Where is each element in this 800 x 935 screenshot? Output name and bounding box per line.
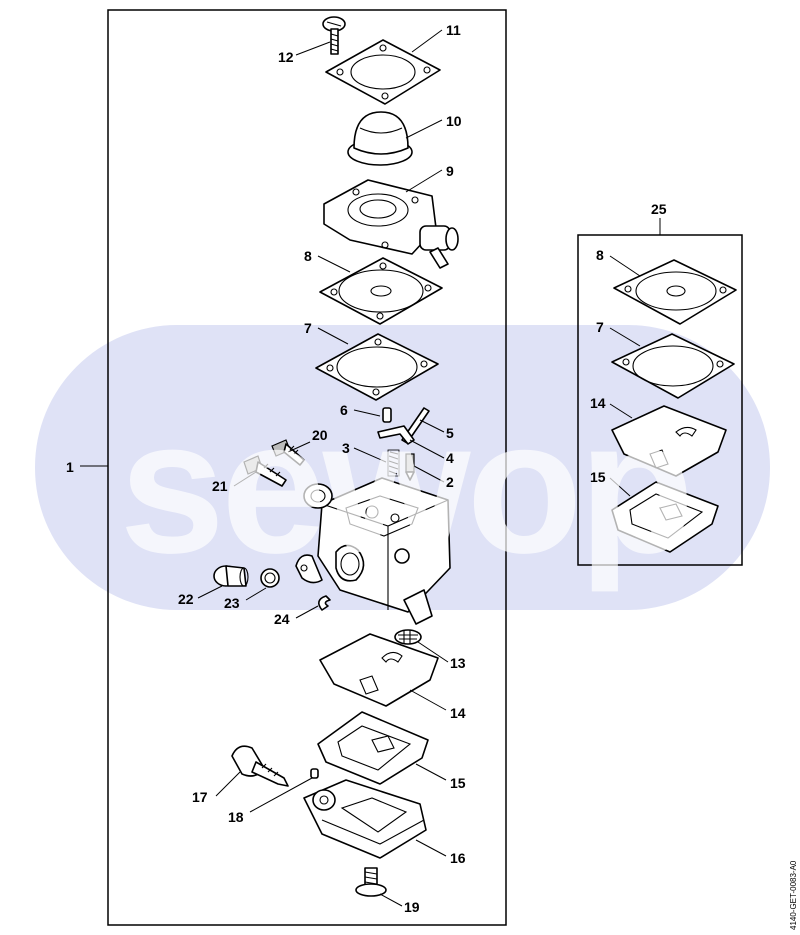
label-5: 5 [446,425,454,441]
part-19-screw [355,867,387,897]
label-3: 3 [342,440,350,456]
part-18-pin [310,768,319,779]
callout-labels: 12 11 10 9 8 7 6 5 4 3 2 20 21 1 22 23 2… [66,22,667,915]
leader-lines [80,29,661,907]
label-15: 15 [450,775,466,791]
label-19: 19 [404,899,420,915]
part-12-screw [322,16,346,55]
kit-part-15-gasket [611,481,719,553]
label-14: 14 [450,705,466,721]
label-kit-25: 25 [651,201,667,217]
part-15-gasket [317,711,429,785]
label-17: 17 [192,789,208,805]
part-21-adjusting-screw [243,455,287,487]
document-code: 4140-GET-0083-A0 [789,860,798,930]
part-20-adjusting-screw [271,439,305,466]
label-13: 13 [450,655,466,671]
part-13-screen [394,629,422,645]
label-18: 18 [228,809,244,825]
part-16-pump-cover [303,779,427,859]
label-8: 8 [304,248,312,264]
part-2-needle [405,453,415,481]
part-3-spring [387,449,400,477]
label-kit-8: 8 [596,247,604,263]
label-kit-15: 15 [590,469,606,485]
part-22-plug [213,565,249,587]
label-24: 24 [274,611,290,627]
part-23-washer [260,568,280,588]
label-11: 11 [446,22,461,38]
label-23: 23 [224,595,240,611]
watermark-band [35,325,770,610]
label-9: 9 [446,163,454,179]
kit-part-8-diaphragm [613,259,737,325]
label-6: 6 [340,402,348,418]
part-6-pin [382,407,392,423]
label-2: 2 [446,474,454,490]
part-7-gasket [315,333,439,401]
label-kit-14: 14 [590,395,606,411]
label-7: 7 [304,320,312,336]
part-14-metering-diaphragm [319,633,439,707]
label-22: 22 [178,591,194,607]
label-10: 10 [446,113,462,129]
kit-part-14-metering-diaphragm [611,405,727,477]
part-10-primer-bulb [347,111,413,166]
label-16: 16 [450,850,466,866]
carburetor-body [295,477,451,625]
main-assembly-frame [107,9,507,926]
label-20: 20 [312,427,328,443]
label-kit-7: 7 [596,319,604,335]
part-8-diaphragm [319,257,443,325]
watermark-text: sewop [119,381,690,593]
part-11-cover [325,39,441,105]
part-4-lever [377,425,415,445]
label-assembly-1: 1 [66,459,74,475]
part-17-fitting [231,745,289,787]
label-4: 4 [446,450,454,466]
label-21: 21 [212,478,228,494]
part-9-housing [323,179,459,269]
kit-part-7-gasket [611,333,735,399]
label-12: 12 [278,49,294,65]
part-24-clip [318,595,331,611]
